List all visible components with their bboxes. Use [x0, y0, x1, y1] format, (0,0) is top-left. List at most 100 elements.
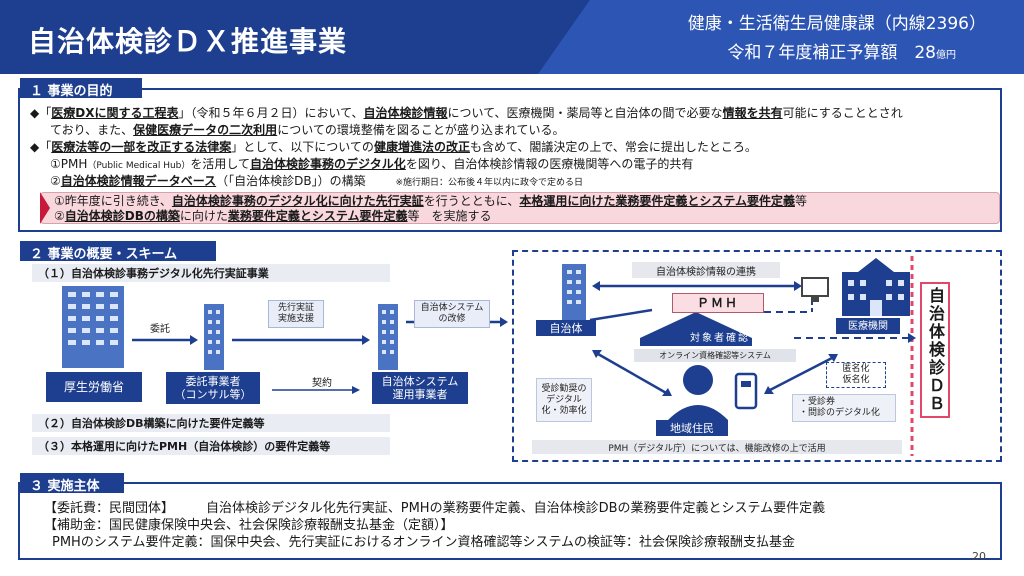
bullet1-line2: ており、また、保健医療データの二次利用についての環境整備を図ることが盛り込まれて…	[50, 122, 564, 138]
text: を行うとともに、	[423, 194, 520, 208]
text: 等 を実施する	[407, 209, 492, 223]
medical-label: 医療機関	[836, 318, 900, 334]
page-number: 20	[972, 550, 986, 563]
entity-line1: 【委託費：民間団体】 自治体検診デジタル化先行実証、PMHの業務要件定義、自治体検…	[44, 500, 825, 517]
subheading-3: （３）本格運用に向けたPMH（自治体検診）の要件定義等	[32, 437, 390, 455]
text: 自治体検診事務のデジタル化に向けた先行実証	[171, 194, 424, 208]
page-title: 自治体検診ＤＸ推進事業	[28, 25, 348, 58]
section3-heading: ３ 実施主体	[20, 473, 124, 494]
bullet2-line1: ◆「医療法等の一部を改正する法律案」として、以下についての健康増進法の改正も含め…	[30, 139, 757, 155]
text: ◆「	[30, 106, 52, 120]
arrow-head-icon	[592, 281, 600, 291]
anonymization-text: 匿名化 仮名化	[842, 364, 870, 385]
text: に向けた	[179, 209, 228, 223]
arrow-head-icon	[190, 335, 198, 345]
text: 医療DXに関する工程表	[51, 106, 179, 120]
contractor-label: 委託事業者 （コンサル等）	[166, 372, 260, 404]
muni-pmh-line	[589, 308, 653, 322]
section2-heading: ２ 事業の概要・スキーム	[20, 241, 216, 262]
text: 自治体検診事務のデジタル化	[250, 157, 406, 171]
text: 自治体検診デジタル化先行実証、PMHの業務要件定義、自治体検診DBの業務要件定義…	[206, 501, 826, 516]
text: （Public Medical Hub）	[87, 161, 191, 171]
text: 保健医療データの二次利用	[133, 123, 278, 137]
contract-label: 契約	[312, 378, 332, 389]
department-label: 健康・生活衛生局健康課（内線2396）	[687, 14, 986, 34]
resident-hospital-arrow	[769, 356, 833, 392]
scheme-diagram	[562, 256, 916, 456]
plan1: ①昨年度に引き続き、自治体検診事務のデジタル化に向けた先行実証を行うとともに、本…	[54, 193, 807, 209]
computer-icon	[801, 277, 829, 302]
text: 【委託費：民間団体】	[44, 501, 175, 516]
db-label: 自治体検診ＤＢ	[926, 287, 945, 413]
text: 」（令和５年６月２日）において、	[178, 106, 364, 120]
text: ①PMH	[50, 157, 88, 171]
arrow-head-icon	[662, 388, 672, 396]
operator-text: 自治体システム 運用事業者	[381, 375, 459, 401]
pmh-upload-arrow	[640, 312, 752, 338]
pmh-note: PMH（デジタル庁）については、機能改修の上で活用	[532, 440, 902, 454]
modify-text: 自治体システム の改修	[420, 303, 484, 324]
municipality-building-icon	[562, 264, 586, 320]
text: 情報を共有	[722, 106, 783, 120]
residents-label: 地域住民	[656, 420, 728, 436]
left-note-text: 受診勧奨の デジタル 化・効率化	[541, 383, 587, 416]
plan2: ②自治体検診DBの構築に向けた業務要件定義とシステム要件定義等 を実施する	[54, 208, 492, 224]
target-check-label: 対象者確認	[690, 333, 750, 344]
band-arrow-icon	[40, 192, 50, 224]
consign-label: 委託	[150, 324, 170, 335]
support-text: 先行実証 実施支援	[277, 303, 314, 324]
text: 医療法等の一部を改正する法律案	[51, 140, 232, 154]
bullet1-line1: ◆「医療DXに関する工程表」（令和５年６月２日）において、自治体検診情報について…	[30, 105, 903, 121]
arrow-head-icon	[362, 335, 370, 345]
text: についての環境整備を図ることが盛り込まれている。	[277, 123, 565, 137]
text: 業務要件定義とシステム要件定義	[227, 209, 408, 223]
pmh-box: ＰＭＨ	[672, 293, 764, 313]
section3-box	[18, 482, 1002, 560]
item1: ①PMH（Public Medical Hub）を活用して自治体検診事務のデジタ…	[50, 156, 693, 174]
mhlw-building-icon	[62, 286, 124, 368]
municipal-checkup-db: 自治体検診ＤＢ	[920, 282, 950, 418]
text: ており、また、	[50, 123, 134, 137]
budget-amount: 令和７年度補正予算額 28	[727, 43, 936, 63]
text: 」として、以下についての	[231, 140, 374, 154]
budget-label: 令和７年度補正予算額 28億円	[727, 38, 956, 63]
subheading-2: （２）自治体検診DB構築に向けた要件定義等	[32, 414, 390, 432]
arrow-head-icon	[592, 350, 602, 358]
entity-line3: PMHのシステム要件定義：国保中央会、先行実証におけるオンライン資格確認等システ…	[52, 535, 796, 550]
text: 自治体検診DBの構築	[64, 209, 180, 223]
arrow-head-icon	[500, 317, 508, 327]
section1-heading: １ 事業の目的	[20, 78, 142, 99]
arrow-head-icon	[794, 281, 802, 291]
modify-label: 自治体システム の改修	[414, 300, 490, 328]
text: 本格運用に向けた業務要件定義とシステム要件定義	[519, 194, 795, 208]
right-note-text: ・受診券 ・問診のデジタル化	[799, 397, 880, 418]
hospital-building-icon	[842, 258, 910, 316]
arrow-head-icon	[908, 333, 916, 343]
header-banner: 自治体検診ＤＸ推進事業 健康・生活衛生局健康課（内線2396） 令和７年度補正予…	[0, 0, 1024, 74]
online-system-label: オンライン資格確認等システム	[634, 349, 796, 362]
smartphone-icon	[734, 372, 758, 410]
text: 可能にすることとされ	[782, 106, 903, 120]
item2: ②自治体検診情報データベース（「自治体検診DB」）の構築 ※施行期日：公布後４年…	[50, 173, 583, 191]
contractor-building-icon	[204, 304, 224, 370]
text: ◆「	[30, 140, 52, 154]
resident-person-icon	[668, 365, 728, 420]
operator-building-icon	[378, 304, 398, 370]
arrow-head-icon	[828, 354, 838, 362]
budget-unit: 億円	[936, 50, 956, 61]
text: を活用して	[190, 157, 251, 171]
text: を図り、自治体検診情報の医療機関等への電子的共有	[405, 157, 694, 171]
scheme-frame	[512, 250, 1002, 462]
left-note: 受診勧奨の デジタル 化・効率化	[536, 378, 592, 422]
pmh-base	[640, 338, 752, 346]
text: ②	[54, 209, 65, 223]
muni-resident-arrow	[597, 352, 669, 396]
mhlw-label: 厚生労働省	[46, 372, 142, 402]
operator-label: 自治体システム 運用事業者	[372, 372, 468, 404]
text: 等	[795, 194, 808, 208]
text: 自治体検診情報データベース	[60, 174, 217, 188]
left-flow-diagram	[62, 286, 508, 394]
arrow-head-icon	[764, 386, 774, 394]
subheading-1: （１）自治体検診事務デジタル化先行実証事業	[32, 264, 390, 282]
municipality-label: 自治体	[536, 320, 596, 336]
